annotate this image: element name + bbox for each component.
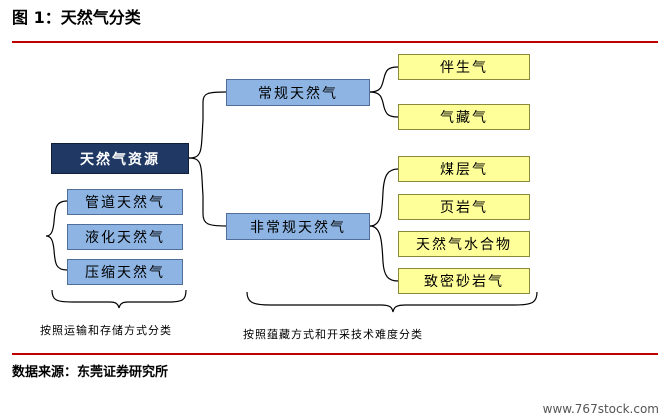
- storage-brace: [45, 200, 68, 271]
- unconventional-child-tight-sand: 致密砂岩气: [398, 268, 530, 294]
- source-note: 数据来源：东莞证券研究所: [12, 365, 169, 380]
- storage-caption: 按照运输和存储方式分类: [40, 324, 172, 337]
- unconventional-gas-node: 非常规天然气: [226, 213, 370, 240]
- conventional-brace-lower: [369, 91, 399, 118]
- unconventional-child-hydrate: 天然气水合物: [398, 231, 530, 257]
- conventional-gas-node: 常规天然气: [226, 79, 370, 106]
- conventional-child-reservoir-gas: 气藏气: [398, 104, 530, 130]
- figure-title: 图 1：天然气分类: [12, 8, 141, 27]
- storage-item-pipeline: 管道天然气: [67, 189, 183, 215]
- unconventional-brace: [369, 168, 399, 227]
- unconventional-brace-lower: [369, 225, 399, 282]
- unconventional-child-shale: 页岩气: [398, 194, 530, 220]
- conventional-brace: [369, 66, 399, 93]
- type-bottom-brace: [246, 291, 538, 313]
- unconventional-child-coalbed: 煤层气: [398, 156, 530, 182]
- storage-item-lng: 液化天然气: [67, 224, 183, 250]
- type-caption: 按照蕴藏方式和开采技术难度分类: [243, 328, 423, 341]
- root-brace-lower: [188, 157, 227, 227]
- top-divider: [12, 41, 658, 43]
- bottom-divider: [12, 353, 658, 355]
- storage-item-cng: 压缩天然气: [67, 259, 183, 285]
- conventional-child-associated-gas: 伴生气: [398, 54, 530, 80]
- storage-bottom-brace: [51, 289, 187, 309]
- watermark: www.767stock.com: [542, 402, 659, 416]
- root-node: 天然气资源: [51, 143, 189, 174]
- root-brace: [188, 91, 227, 159]
